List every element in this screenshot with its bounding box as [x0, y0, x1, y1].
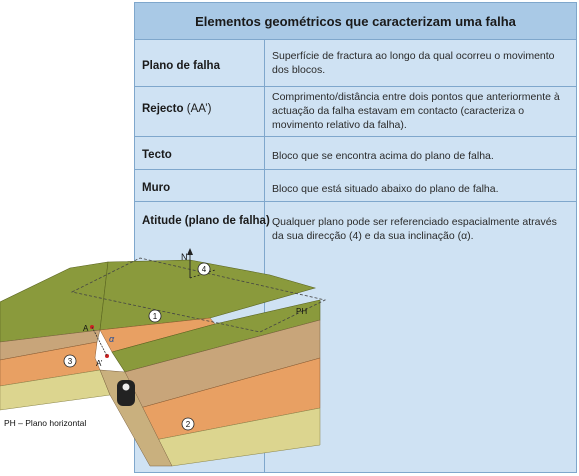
label-2-circle: [181, 417, 195, 431]
ph-label: PH: [296, 307, 307, 316]
left-block-top: [0, 261, 109, 343]
ph-caption: PH – Plano horizontal: [4, 418, 86, 428]
alpha-label: α: [109, 334, 115, 344]
def-atitude: Qualquer plano pode ser referenciado esp…: [272, 216, 557, 242]
label-1-circle: [148, 309, 162, 323]
point-a-prime-label: A’: [96, 359, 103, 368]
label-3-circle: [63, 354, 77, 368]
term-muro: Muro: [142, 182, 171, 194]
table-title: Elementos geométricos que caracterizam u…: [135, 3, 576, 40]
def-plano-de-falha: Superfície de fractura ao longo da qual …: [272, 50, 555, 76]
person-head: [122, 383, 130, 391]
row-divider: [135, 86, 576, 87]
def-muro: Bloco que está situado abaixo do plano d…: [272, 183, 499, 195]
point-a-prime-marker: [105, 354, 109, 358]
north-arrowhead: [187, 248, 193, 255]
row-divider: [135, 201, 576, 202]
row-divider: [135, 169, 576, 170]
throw-line: [91, 326, 108, 357]
footwall-top: [111, 299, 321, 373]
north-label: N: [181, 252, 188, 262]
left-layer-orange: [0, 341, 101, 387]
label-2: 2: [186, 420, 191, 429]
term-rejecto: Rejecto (AA’): [142, 103, 211, 115]
label-4: 4: [202, 265, 207, 274]
label-3: 3: [68, 357, 73, 366]
row-divider: [135, 136, 576, 137]
term-tecto: Tecto: [142, 149, 172, 161]
term-rejecto-label: Rejecto: [142, 103, 184, 115]
term-atitude: Atitude (plano de falha): [142, 215, 270, 227]
horizontal-plane: [70, 257, 327, 333]
label-4-circle: [197, 262, 211, 276]
point-a-label: A: [83, 324, 89, 333]
term-rejecto-points: (AA’): [186, 103, 212, 115]
def-rejecto: Comprimento/distância entre dois pontos …: [272, 91, 560, 131]
label-1: 1: [153, 312, 158, 321]
term-plano-de-falha: Plano de falha: [142, 60, 220, 72]
person-figure: [117, 380, 135, 406]
def-tecto: Bloco que se encontra acima do plano de …: [272, 150, 494, 162]
column-divider: [264, 40, 265, 473]
